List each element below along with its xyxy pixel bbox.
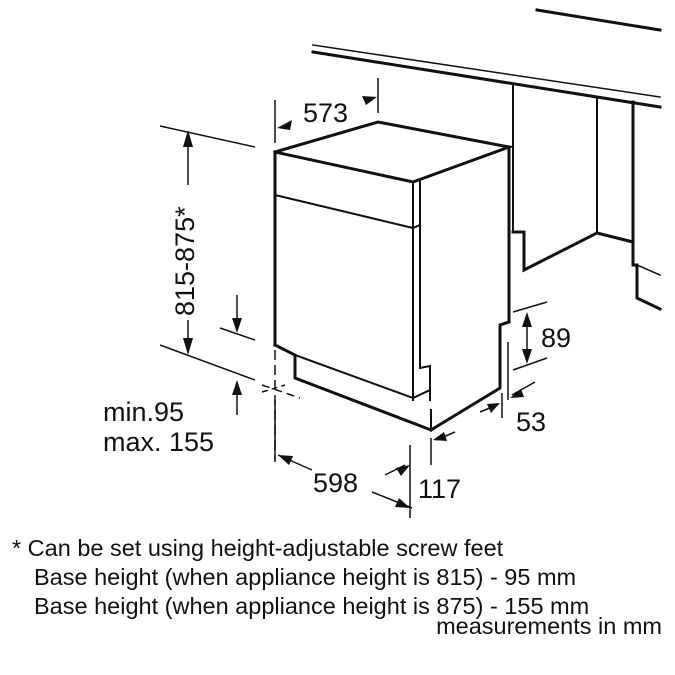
base-height-note-815: Base height (when appliance height is 81… [34, 564, 577, 590]
depth-dimension-573: 573 [303, 98, 349, 128]
countertop-line-2 [311, 50, 662, 109]
base-height-note-875: Base height (when appliance height is 87… [34, 593, 590, 619]
width-dimension-598: 598 [313, 468, 359, 498]
height-dimension: 815-875* [170, 206, 200, 316]
countertop-top-edge [535, 8, 662, 32]
countertop-line-1 [312, 44, 661, 98]
door-dimension-117: 117 [418, 474, 462, 504]
asterisk-note: * Can be set using height-adjustable scr… [12, 535, 504, 561]
base-height-min: min.95 [103, 397, 185, 427]
base-height-max: max. 155 [103, 427, 215, 457]
plinth-height-89: 89 [541, 323, 572, 353]
appliance-top [273, 120, 515, 184]
footnotes: * Can be set using height-adjustable scr… [12, 534, 589, 621]
units-label: measurements in mm [436, 613, 662, 639]
plinth-depth-53: 53 [516, 407, 547, 437]
